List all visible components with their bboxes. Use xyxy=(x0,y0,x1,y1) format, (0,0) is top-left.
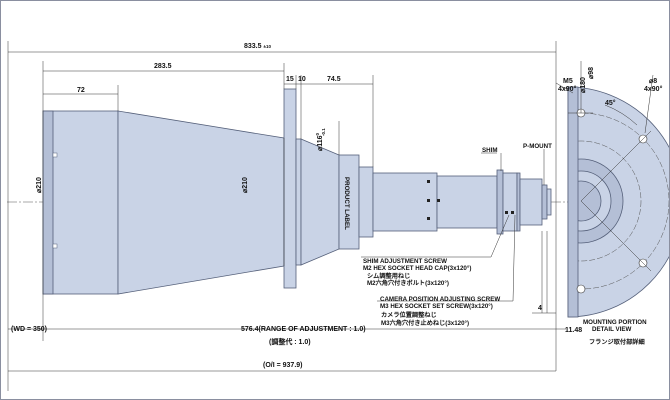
shim-ring xyxy=(496,169,504,235)
shim-screw-jp2: M2六角穴付きボルト(3x120°) xyxy=(367,279,449,287)
wd-text: (WD = 350) xyxy=(11,326,47,333)
dimension-lines xyxy=(7,41,566,391)
body-length-text: 283.5 xyxy=(154,63,172,70)
hole-count: 4x90° xyxy=(644,85,663,93)
flange xyxy=(283,88,297,289)
end-gap-text: 11.48 xyxy=(565,327,582,334)
camera-screw-jp1: カメラ位置調整ねじ xyxy=(381,311,437,319)
flange-diameter-text: ⌀210 xyxy=(242,177,249,193)
detail-title-line2: DETAIL VIEW xyxy=(592,326,631,333)
flange-step-text: 10 xyxy=(298,76,306,83)
shim-screw-line2: M2 HEX SOCKET HEAD CAP(3x120°) xyxy=(363,265,471,272)
small-gap-text: 4 xyxy=(538,305,542,312)
product-label-text: PRODUCT LABEL xyxy=(343,177,350,230)
rear-diameter-text: ⌀1160-0.1 xyxy=(315,128,326,151)
range-adjustment-jp-text: (調整代 : 1.0) xyxy=(269,337,311,346)
detail-dim-text: ⌀98 xyxy=(588,67,595,79)
hole-label: ⌀8 xyxy=(649,78,657,85)
thread-label: M5 xyxy=(563,78,573,85)
cone-section xyxy=(117,110,285,295)
flange-thickness-text: 15 xyxy=(286,76,294,83)
neck xyxy=(300,138,340,266)
rear-length-text: 74.5 xyxy=(327,76,341,83)
total-length-text: 833.5 ±10 xyxy=(244,43,271,50)
p-mount-label: P-MOUNT xyxy=(523,143,552,150)
p-mount xyxy=(519,178,543,226)
detail-title-line1: MOUNTING PORTION xyxy=(583,319,647,326)
front-length-text: 72 xyxy=(77,87,85,94)
bolt-circle-text: ⌀180 xyxy=(580,77,587,93)
front-cap xyxy=(42,110,54,295)
shim-screw-jp1: シム調整用ねじ xyxy=(367,272,410,280)
front-cylinder xyxy=(42,110,119,295)
oi-text: (O/I = 937.9) xyxy=(263,362,303,369)
shim-screw-line1: SHIM ADJUSTMENT SCREW xyxy=(363,258,447,265)
lens-body xyxy=(42,88,552,295)
rear-barrel xyxy=(372,172,438,232)
shim-label: SHIM xyxy=(482,147,497,154)
camera-screw-jp2: M3六角穴付き止めねじ(3x120°) xyxy=(381,319,469,327)
range-adjustment-text: 576.4(RANGE OF ADJUSTMENT : 1.0) xyxy=(241,326,366,333)
detail-title-jp: フランジ取付部詳細 xyxy=(589,338,645,346)
mount-hole-icon xyxy=(576,284,586,294)
mounting-detail-view xyxy=(555,61,669,318)
thread-count: 4x90° xyxy=(558,85,577,93)
front-diameter-text: ⌀210 xyxy=(36,177,43,193)
camera-screw-line1: CAMERA POSITION ADJUSTING SCREW xyxy=(380,296,500,303)
camera-screw-line2: M3 HEX SOCKET SET SCREW(3x120°) xyxy=(380,303,493,310)
angle-text: 45° xyxy=(605,99,616,107)
